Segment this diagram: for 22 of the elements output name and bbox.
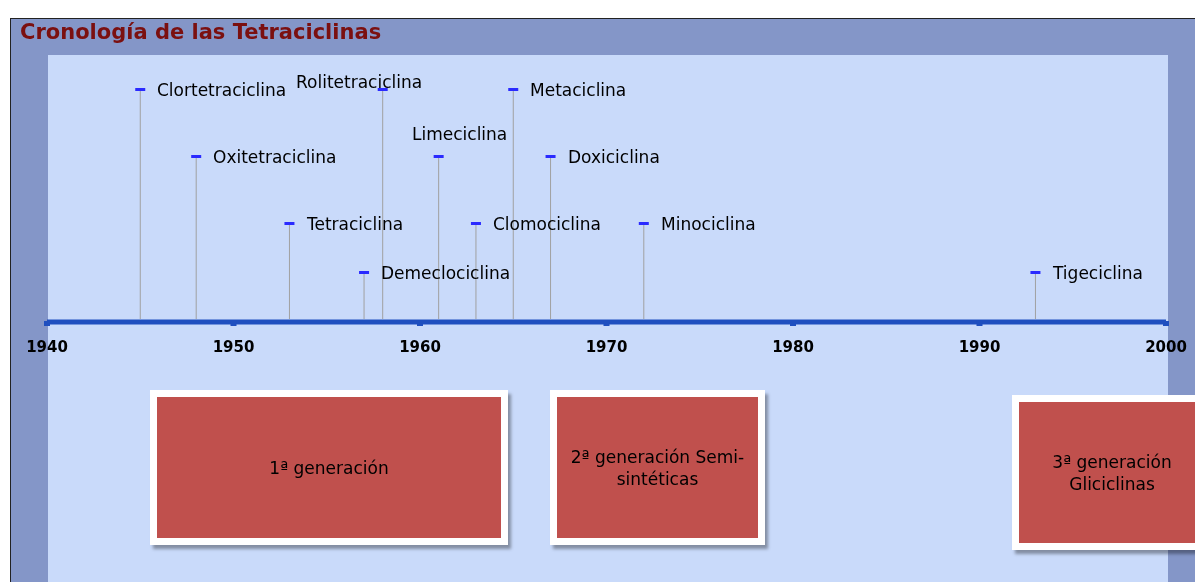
diagram-title: Cronología de las Tetraciclinas	[20, 20, 382, 44]
event-label: Tetraciclina	[307, 214, 404, 234]
year-label: 1940	[26, 338, 68, 356]
event-label: Limeciclina	[412, 124, 508, 144]
year-label: 2000	[1145, 338, 1187, 356]
generation-box: 1ª generación	[150, 390, 508, 545]
year-label: 1960	[399, 338, 441, 356]
year-label: 1970	[585, 338, 628, 356]
generation-box: 2ª generación Semi-sintéticas	[550, 390, 765, 545]
generation-box: 3ª generación Gliciclinas	[1012, 395, 1195, 550]
event-label: Minociclina	[661, 214, 756, 234]
event-label: Clomociclina	[493, 214, 601, 234]
event-label: Tigeciclina	[1053, 263, 1143, 283]
event-label: Metaciclina	[530, 80, 627, 100]
event-label: Doxiciclina	[568, 147, 660, 167]
year-label: 1950	[212, 338, 255, 356]
event-label: Demeclociclina	[381, 263, 511, 283]
year-label: 1980	[772, 338, 814, 356]
event-label: Rolitetraciclina	[296, 72, 423, 92]
year-label: 1990	[958, 338, 1001, 356]
event-label: Oxitetraciclina	[213, 147, 337, 167]
event-label: Clortetraciclina	[157, 80, 287, 100]
